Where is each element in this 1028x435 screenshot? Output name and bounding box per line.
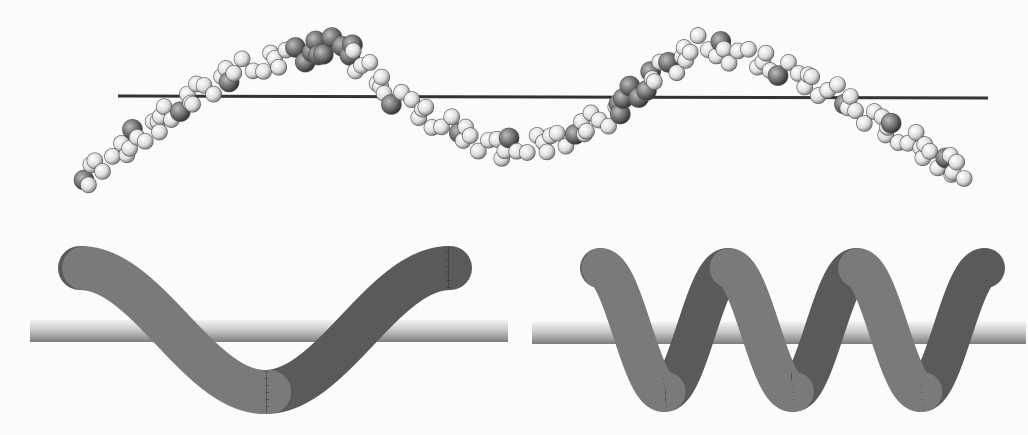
- hydrogen-atom: [956, 170, 972, 186]
- hydrogen-atom: [682, 44, 698, 60]
- hydrogen-atom: [519, 145, 535, 161]
- hydrogen-atom: [80, 177, 96, 193]
- hydrogen-atom: [539, 144, 555, 160]
- atom-spheres: [74, 28, 972, 193]
- hydrogen-atom: [226, 65, 242, 81]
- hydrogen-atom: [578, 123, 594, 139]
- hydrogen-atom: [741, 41, 757, 57]
- rod-left: [30, 320, 508, 342]
- hydrogen-atom: [842, 89, 858, 105]
- hydrogen-atom: [949, 154, 965, 170]
- hydrogen-atom: [185, 96, 201, 112]
- hydrogen-atom: [271, 59, 287, 75]
- hydrogen-atom: [234, 51, 250, 67]
- hydrogen-atom: [345, 43, 361, 59]
- carbon-atom: [881, 113, 901, 133]
- tight-coil-panel: [532, 268, 1026, 392]
- hydrogen-atom: [690, 28, 706, 44]
- hydrogen-atom: [444, 109, 460, 125]
- hydrogen-atom: [362, 54, 378, 70]
- hydrogen-atom: [206, 86, 222, 102]
- loose-coil-panel: [30, 268, 508, 392]
- hydrogen-atom: [830, 77, 846, 93]
- molecular-chain-model: [74, 28, 988, 193]
- hydrogen-atom: [418, 99, 434, 115]
- hydrogen-atom: [151, 124, 167, 140]
- hydrogen-atom: [374, 69, 390, 85]
- hydrogen-atom: [462, 128, 478, 144]
- hydrogen-atom: [716, 41, 732, 57]
- hydrogen-atom: [646, 74, 662, 90]
- hydrogen-atom: [137, 133, 153, 149]
- hydrogen-atom: [94, 163, 110, 179]
- hydrogen-atom: [804, 69, 820, 85]
- hydrogen-atom: [256, 63, 272, 79]
- hydrogen-atom: [758, 45, 774, 61]
